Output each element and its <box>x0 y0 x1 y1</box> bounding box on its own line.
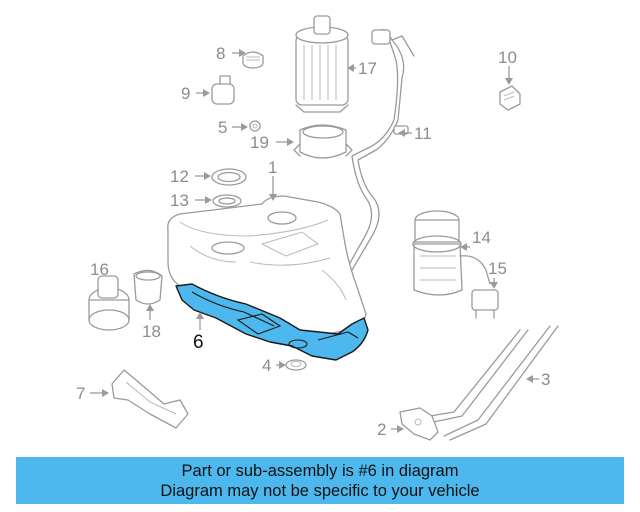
part-18-pump-bracket <box>133 269 163 305</box>
callout-4: 4 <box>262 356 271 375</box>
part-19-filter-bracket <box>293 124 353 159</box>
callout-9: 9 <box>181 84 190 103</box>
callout-12: 12 <box>170 167 189 186</box>
callout-labels: 8 9 5 17 19 11 10 12 13 1 14 15 16 18 6 … <box>76 44 550 439</box>
part-17-fuel-filter <box>295 15 349 113</box>
callout-10: 10 <box>498 48 517 67</box>
banner-line-disclaimer: Diagram may not be specific to your vehi… <box>160 482 480 500</box>
part-15-sender <box>471 289 499 319</box>
part-4-grommet <box>285 359 307 371</box>
part-3-fuel-lines <box>429 325 559 441</box>
part-11-filler-line <box>345 29 415 271</box>
part-16-pump <box>88 275 130 331</box>
callout-3: 3 <box>541 370 550 389</box>
part-5-nut <box>249 120 261 132</box>
callout-16: 16 <box>90 260 109 279</box>
callout-13: 13 <box>170 191 189 210</box>
leader-lines <box>90 49 539 433</box>
part-12-seal-ring <box>211 168 247 186</box>
part-6-heat-shield <box>175 283 369 361</box>
banner-line-part: Part or sub-assembly is #6 in diagram <box>181 462 459 480</box>
part-13-seal-ring <box>212 194 242 208</box>
part-14-fuel-pump <box>412 210 491 296</box>
part-7-brace <box>111 369 189 429</box>
part-2-line-bracket <box>399 407 439 441</box>
callout-11: 11 <box>414 124 432 143</box>
info-banner: Part or sub-assembly is #6 in diagram Di… <box>16 457 624 504</box>
callout-6: 6 <box>193 332 204 353</box>
part-9-vent-valve <box>211 75 235 105</box>
callout-7: 7 <box>76 384 85 403</box>
part-8-cap <box>242 51 264 69</box>
callout-1: 1 <box>268 158 277 177</box>
callout-14: 14 <box>472 228 491 247</box>
callout-5: 5 <box>218 118 227 137</box>
callout-15: 15 <box>488 259 507 278</box>
callout-18: 18 <box>142 322 161 341</box>
part-1-fuel-tank <box>167 195 367 341</box>
callout-2: 2 <box>377 420 386 439</box>
callout-19: 19 <box>250 133 269 152</box>
callout-17: 17 <box>358 59 377 78</box>
callout-8: 8 <box>216 44 225 63</box>
part-10-clip <box>499 85 521 111</box>
